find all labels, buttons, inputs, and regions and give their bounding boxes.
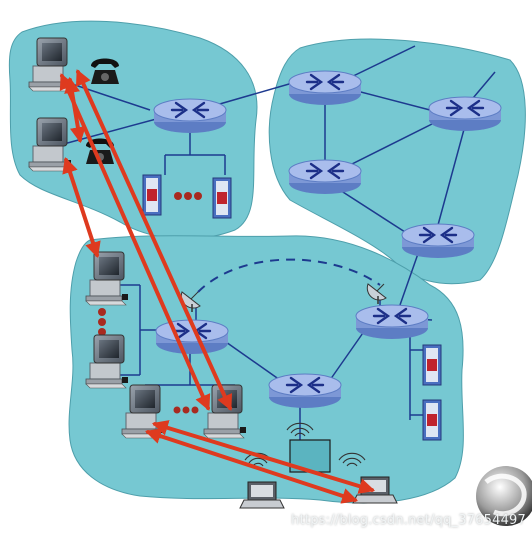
communication-arrow — [62, 156, 101, 259]
router-icon — [400, 222, 476, 260]
telephone-icon — [91, 58, 119, 84]
server-icon — [422, 344, 442, 386]
communication-arrow — [144, 428, 359, 504]
communication-arrow — [75, 69, 233, 411]
server-icon — [422, 399, 442, 441]
globe-logo-icon — [476, 466, 532, 526]
server-icon — [142, 174, 162, 216]
institutional-network-cloud — [68, 235, 464, 504]
router-icon — [267, 372, 343, 410]
router-icon — [152, 97, 228, 135]
watermark-text: https://blog.csdn.net/qq_37654497 — [291, 513, 526, 528]
router-icon — [354, 303, 430, 341]
satellite-dish-icon — [366, 283, 387, 304]
server-icon — [212, 177, 232, 219]
router-icon — [287, 69, 363, 107]
communication-arrow — [64, 76, 86, 144]
router-icon — [427, 95, 503, 133]
communication-arrows — [59, 69, 376, 504]
router-icon — [287, 158, 363, 196]
